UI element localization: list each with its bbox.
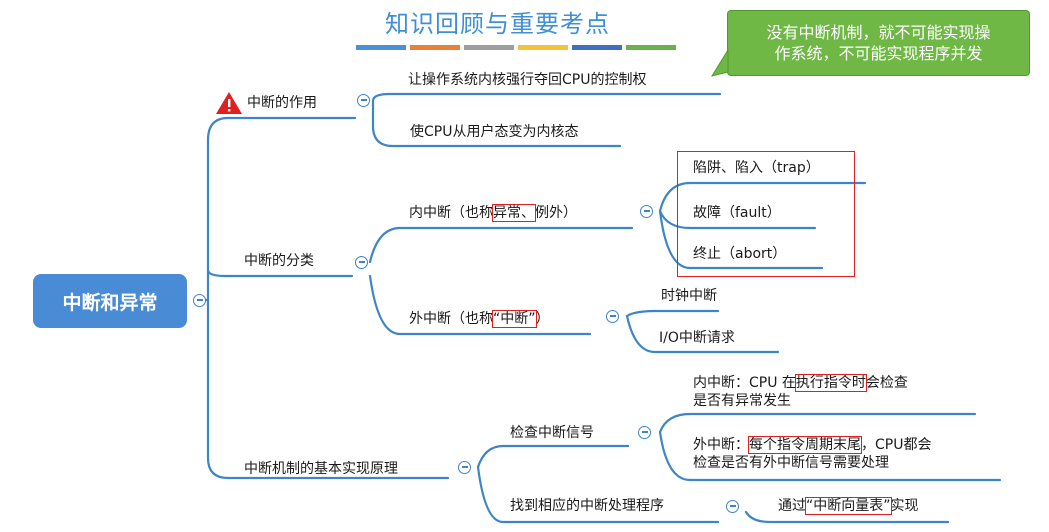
external-check-note-line2: 检查是否有外中断信号需要处理	[693, 455, 889, 471]
check-signal-label: 检查中断信号	[510, 425, 594, 441]
external-item-clock: 时钟中断	[661, 288, 717, 304]
root-node[interactable]: 中断和异常	[33, 274, 187, 328]
title-stripe-4	[518, 45, 568, 50]
title-stripe-1	[356, 45, 406, 50]
find-handler-collapse-toggle[interactable]	[726, 500, 739, 513]
classify-label: 中断的分类	[244, 253, 314, 269]
internal-check-note-line2: 是否有异常发生	[693, 393, 791, 409]
find-handler-label: 找到相应的中断处理程序	[510, 498, 664, 514]
vector-table-note: 通过“中断向量表”实现	[778, 497, 919, 515]
title-stripe-5	[572, 45, 622, 50]
title-stripe-2	[410, 45, 460, 50]
internal-check-note-post: 会检查	[865, 375, 908, 391]
vector-table-post: 实现	[890, 498, 919, 514]
external-interrupt-pre: 外中断（也称	[409, 311, 493, 327]
internal-interrupt-pre: 内中断（也称	[409, 205, 493, 221]
external-interrupt-label: 外中断（也称“中断”）	[409, 310, 550, 328]
internal-interrupt-post: 例外）	[535, 205, 577, 221]
page-title: 知识回顾与重要考点	[385, 10, 610, 38]
classify-collapse-toggle[interactable]	[355, 256, 368, 269]
external-check-note-line1: 外中断：每个指令周期末尾，CPU都会	[693, 436, 993, 454]
role-item-1: 让操作系统内核强行夺回CPU的控制权	[408, 72, 647, 88]
vector-table-highlight: “中断向量表”	[805, 497, 892, 515]
internal-collapse-toggle[interactable]	[640, 205, 653, 218]
callout-note: 没有中断机制，就不可能实现操 作系统，不可能实现程序并发	[727, 10, 1030, 76]
mechanism-collapse-toggle[interactable]	[458, 461, 471, 474]
role-collapse-toggle[interactable]	[357, 94, 370, 107]
internal-check-note-line1: 内中断：CPU 在执行指令时会检查	[693, 374, 983, 392]
title-stripe-3	[464, 45, 514, 50]
external-check-note-highlight: 每个指令周期末尾	[748, 436, 862, 454]
callout-line-2: 作系统，不可能实现程序并发	[774, 44, 983, 63]
internal-check-note-highlight: 执行指令时	[794, 374, 867, 392]
internal-item-abort: 终止（abort）	[693, 246, 787, 262]
root-label: 中断和异常	[62, 291, 158, 314]
mechanism-label: 中断机制的基本实现原理	[244, 461, 398, 477]
internal-check-note: 内中断：CPU 在执行指令时会检查 是否有异常发生	[693, 374, 983, 410]
internal-interrupt-highlight: 异常、	[492, 204, 536, 222]
internal-item-trap: 陷阱、陷入（trap）	[693, 160, 820, 176]
callout-line-1: 没有中断机制，就不可能实现操	[766, 23, 991, 42]
internal-types-highlight-box	[677, 151, 855, 277]
internal-check-note-pre: 内中断：CPU 在	[693, 375, 796, 391]
check-signal-collapse-toggle[interactable]	[638, 426, 651, 439]
title-stripe-6	[626, 45, 676, 50]
external-interrupt-post: ）	[535, 311, 550, 327]
external-check-note-pre: 外中断：	[693, 437, 749, 453]
external-item-io: I/O中断请求	[659, 330, 735, 346]
external-check-note: 外中断：每个指令周期末尾，CPU都会 检查是否有外中断信号需要处理	[693, 436, 993, 472]
internal-interrupt-label: 内中断（也称异常、例外）	[409, 204, 577, 222]
internal-item-fault: 故障（fault）	[693, 205, 781, 221]
root-collapse-toggle[interactable]	[193, 294, 206, 307]
external-collapse-toggle[interactable]	[606, 310, 619, 323]
role-label: 中断的作用	[247, 95, 317, 111]
role-item-2: 使CPU从用户态变为内核态	[410, 124, 579, 140]
vector-table-pre: 通过	[778, 498, 806, 514]
external-check-note-post: ，CPU都会	[861, 437, 932, 453]
external-interrupt-highlight: “中断”	[492, 310, 537, 328]
